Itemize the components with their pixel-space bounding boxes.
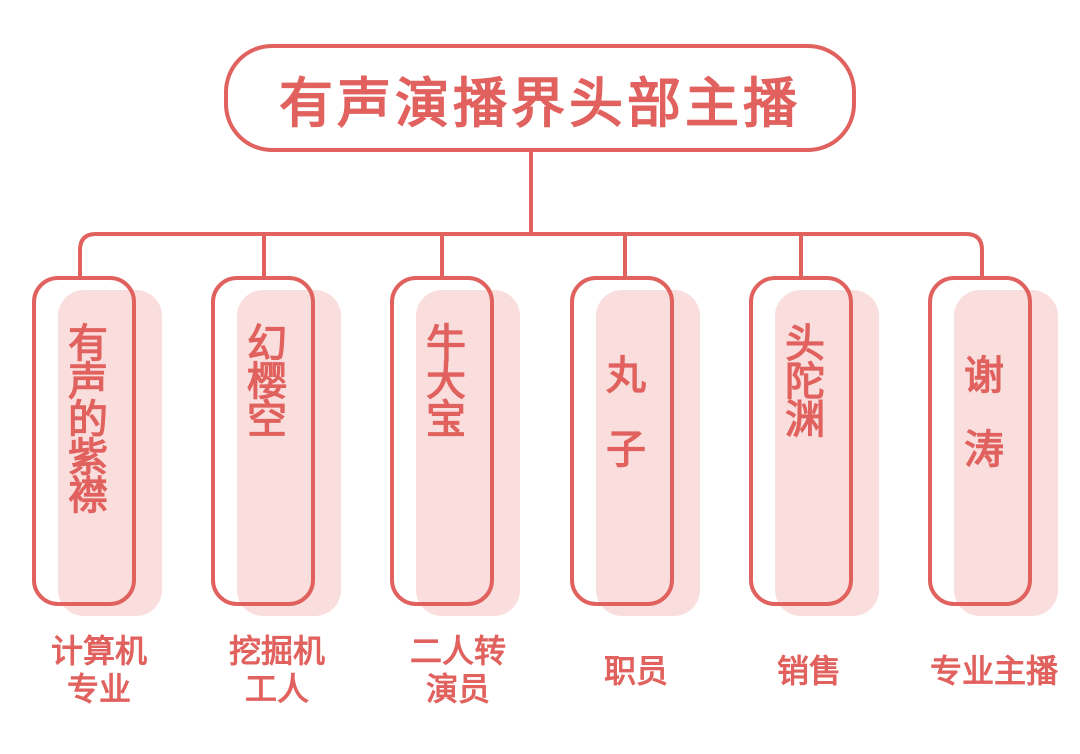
node-frame — [928, 276, 1032, 606]
node-frame — [390, 276, 494, 606]
node-highlight — [58, 290, 162, 616]
anchor-name: 丸子 — [599, 354, 645, 502]
anchor-name: 有声的紫襟 — [61, 322, 107, 512]
anchor-node-3: 牛大宝 — [390, 276, 520, 616]
anchor-name: 头陀渊 — [778, 322, 824, 436]
node-frame — [32, 276, 136, 606]
anchor-node-5: 头陀渊 — [749, 276, 879, 616]
anchor-role: 职员 — [603, 652, 668, 690]
node-frame — [570, 276, 674, 606]
node-highlight — [596, 290, 700, 616]
node-highlight — [237, 290, 341, 616]
anchor-node-1: 有声的紫襟 — [32, 276, 162, 616]
node-frame — [211, 276, 315, 606]
anchor-node-6: 谢涛 — [928, 276, 1058, 616]
anchor-name: 牛大宝 — [419, 322, 465, 436]
anchor-name: 谢涛 — [957, 354, 1003, 502]
anchor-role: 计算机 专业 — [50, 632, 147, 708]
diagram-title: 有声演播界头部主播 — [279, 71, 801, 135]
anchor-role: 挖掘机 工人 — [228, 632, 325, 708]
node-highlight — [416, 290, 520, 616]
branch-bar — [78, 232, 984, 278]
node-highlight — [775, 290, 879, 616]
anchor-node-4: 丸子 — [570, 276, 700, 616]
anchor-role: 销售 — [776, 652, 841, 690]
anchor-name: 幻樱空 — [240, 322, 286, 436]
anchor-role: 二人转 演员 — [409, 632, 506, 708]
anchor-node-2: 幻樱空 — [211, 276, 341, 616]
node-highlight — [954, 290, 1058, 616]
anchor-role: 专业主播 — [929, 652, 1058, 690]
root-node: 有声演播界头部主播 — [224, 44, 856, 152]
node-frame — [749, 276, 853, 606]
